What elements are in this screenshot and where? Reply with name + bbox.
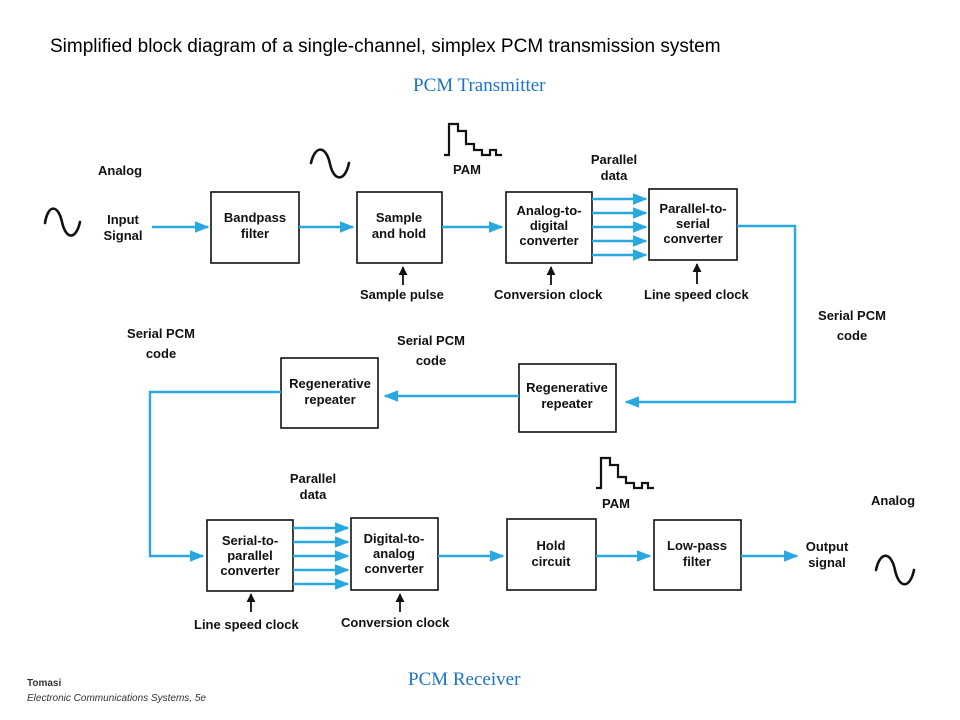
lowpass-filter-block bbox=[653, 519, 742, 591]
sample-pulse-label: Sample pulse bbox=[360, 287, 444, 302]
hold-circuit-block bbox=[506, 518, 597, 591]
pam-rx-label: PAM bbox=[602, 496, 630, 511]
wire-repeater-to-receiver bbox=[148, 390, 281, 562]
diagram-title: Simplified block diagram of a single-cha… bbox=[50, 36, 721, 57]
adc-block bbox=[505, 191, 593, 264]
conversion-clock-rx-label: Conversion clock bbox=[341, 615, 450, 630]
receiver-heading: PCM Receiver bbox=[408, 669, 521, 690]
regenerative-repeater-left-block bbox=[280, 357, 379, 429]
dac-block bbox=[350, 517, 439, 591]
regenerative-repeater-right-block bbox=[518, 363, 617, 433]
conversion-clock-tx-label: Conversion clock bbox=[494, 287, 603, 302]
analog-output-wave-icon bbox=[874, 554, 916, 586]
transmitter-heading: PCM Transmitter bbox=[413, 75, 546, 96]
analog-output-label: Analog bbox=[871, 493, 915, 508]
parallel-to-serial-block bbox=[648, 188, 738, 261]
credit-book: Electronic Communications Systems, 5e bbox=[27, 693, 206, 704]
sample-hold-block bbox=[356, 191, 443, 264]
line-speed-clock-tx-label: Line speed clock bbox=[644, 287, 750, 302]
credit-author: Tomasi bbox=[27, 678, 62, 689]
parallel-bus-tx bbox=[592, 193, 648, 261]
serial-to-parallel-block bbox=[206, 519, 294, 592]
analog-input-wave-icon bbox=[43, 207, 82, 237]
pam-tx-label: PAM bbox=[453, 162, 481, 177]
line-speed-clock-rx-label: Line speed clock bbox=[194, 617, 300, 632]
pam-rx-waveform-icon bbox=[596, 456, 654, 490]
filtered-analog-wave-icon bbox=[309, 148, 351, 179]
pam-tx-waveform-icon bbox=[444, 122, 502, 157]
parallel-bus-rx bbox=[293, 522, 350, 590]
wire-serial-out-to-repeater bbox=[624, 224, 797, 408]
analog-input-label: Analog bbox=[98, 163, 142, 178]
